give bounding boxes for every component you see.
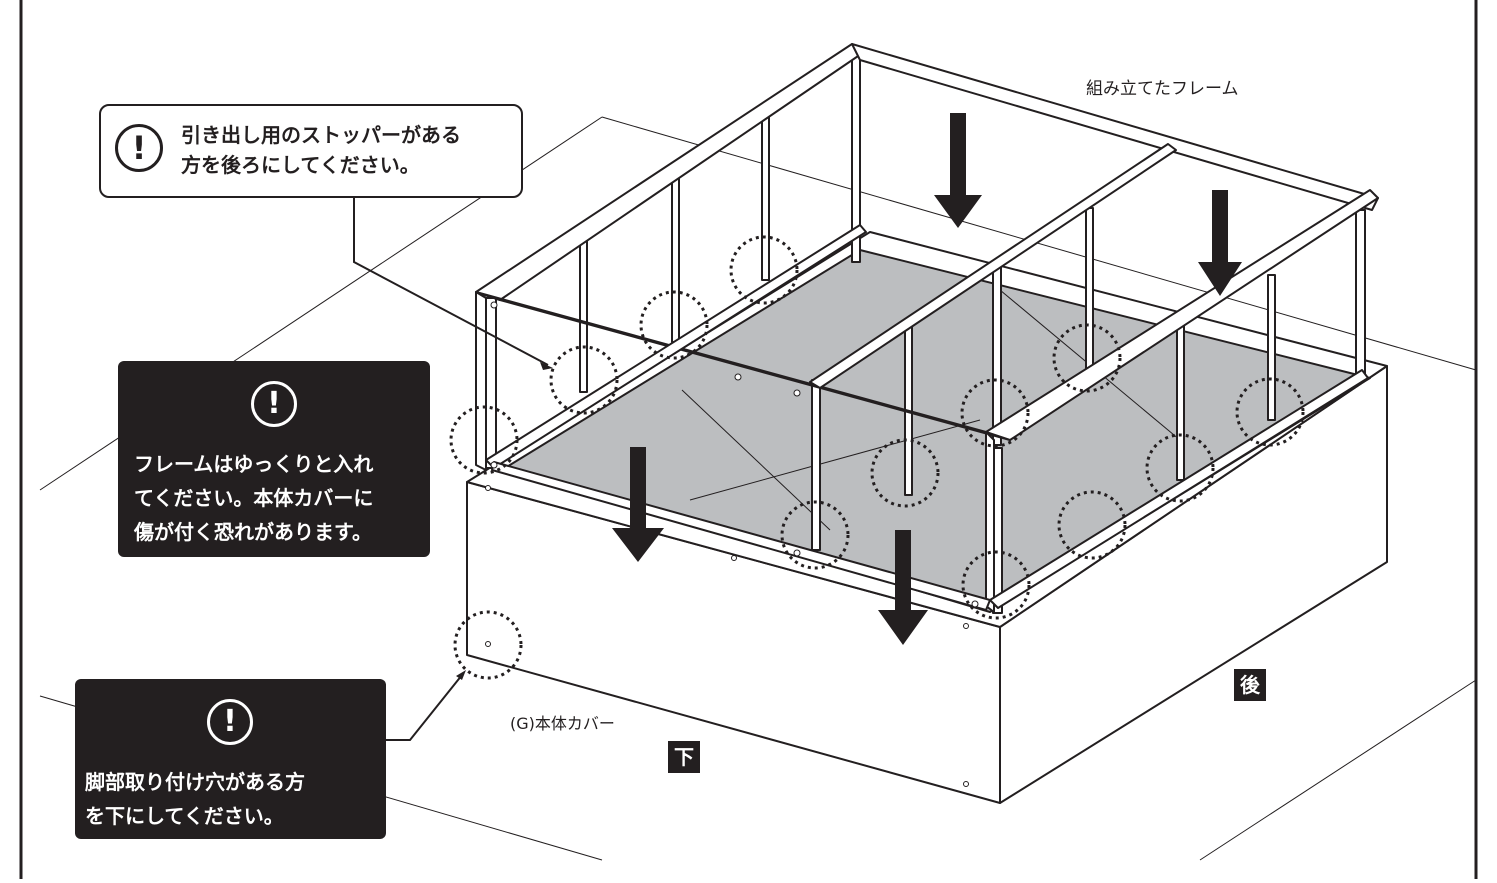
frame-bolts [490, 301, 979, 608]
arrow-down-icon [878, 530, 928, 645]
body-cover-label: (G)本体カバー [510, 714, 615, 733]
check-circles [449, 235, 1305, 680]
arrow-down-icon [612, 447, 664, 562]
leader-lines [353, 196, 549, 741]
back-badge: 後 [1234, 669, 1266, 701]
leg-note: ! 脚部取り付け穴がある方 を下にしてください。 [75, 679, 386, 839]
cover-screw-holes [485, 485, 969, 787]
down-arrows [612, 113, 1242, 645]
frame-label: 組み立てたフレーム [1086, 79, 1239, 99]
stopper-note-text: 引き出し用のストッパーがある 方を後ろにしてください。 [181, 123, 461, 177]
arrow-down-icon [1198, 190, 1242, 296]
exclamation-circle-icon: ! [207, 699, 253, 745]
assembled-frame [475, 43, 1379, 614]
insert-note: ! フレームはゆっくりと入れ てください。本体カバーに 傷が付く恐れがあります。 [118, 361, 430, 557]
arrow-down-icon [934, 113, 982, 228]
leg-note-text: 脚部取り付け穴がある方 を下にしてください。 [85, 770, 305, 828]
exclamation-circle-icon: ! [115, 124, 163, 172]
exclamation-circle-icon: ! [251, 381, 297, 427]
bottom-badge: 下 [668, 741, 700, 773]
insert-note-text: フレームはゆっくりと入れ てください。本体カバーに 傷が付く恐れがあります。 [134, 452, 374, 544]
stopper-note: ! 引き出し用のストッパーがある 方を後ろにしてください。 [99, 104, 523, 198]
